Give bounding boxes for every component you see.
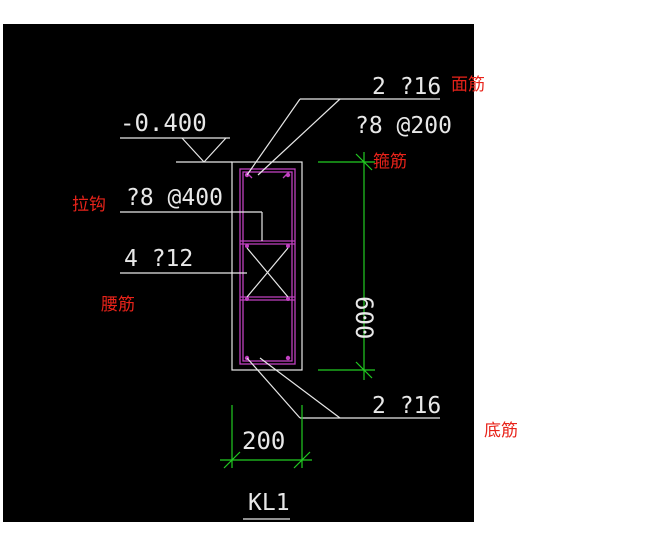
beam-outline [231,161,303,371]
tie-bar-leader [120,211,263,241]
beam-label: KL1 [248,490,290,516]
height-dim-text: 600 [350,296,378,339]
top-bar-note: 面筋 [451,75,485,95]
top-bar-text: 2 ?16 [372,74,441,100]
stirrup-text: ?8 @200 [355,113,452,139]
width-dimension [220,405,312,469]
tie-bar-note: 拉钩 [72,195,106,215]
height-dimension [318,152,375,380]
bottom-bar-note: 底筋 [484,421,518,441]
stirrup-note: 箍筋 [373,152,407,172]
elevation-marker [120,137,232,163]
waist-bar-note: 腰筋 [101,295,135,315]
waist-bar-leader [120,247,289,298]
top-bar-leader [246,98,440,176]
bottom-bar-text: 2 ?16 [372,393,441,419]
waist-bar-text: 4 ?12 [124,246,193,272]
tie-bar-text: ?8 @400 [126,185,223,211]
elevation-text: -0.400 [120,109,207,137]
bottom-bar-leader [246,357,440,419]
width-dim-text: 200 [242,427,285,455]
